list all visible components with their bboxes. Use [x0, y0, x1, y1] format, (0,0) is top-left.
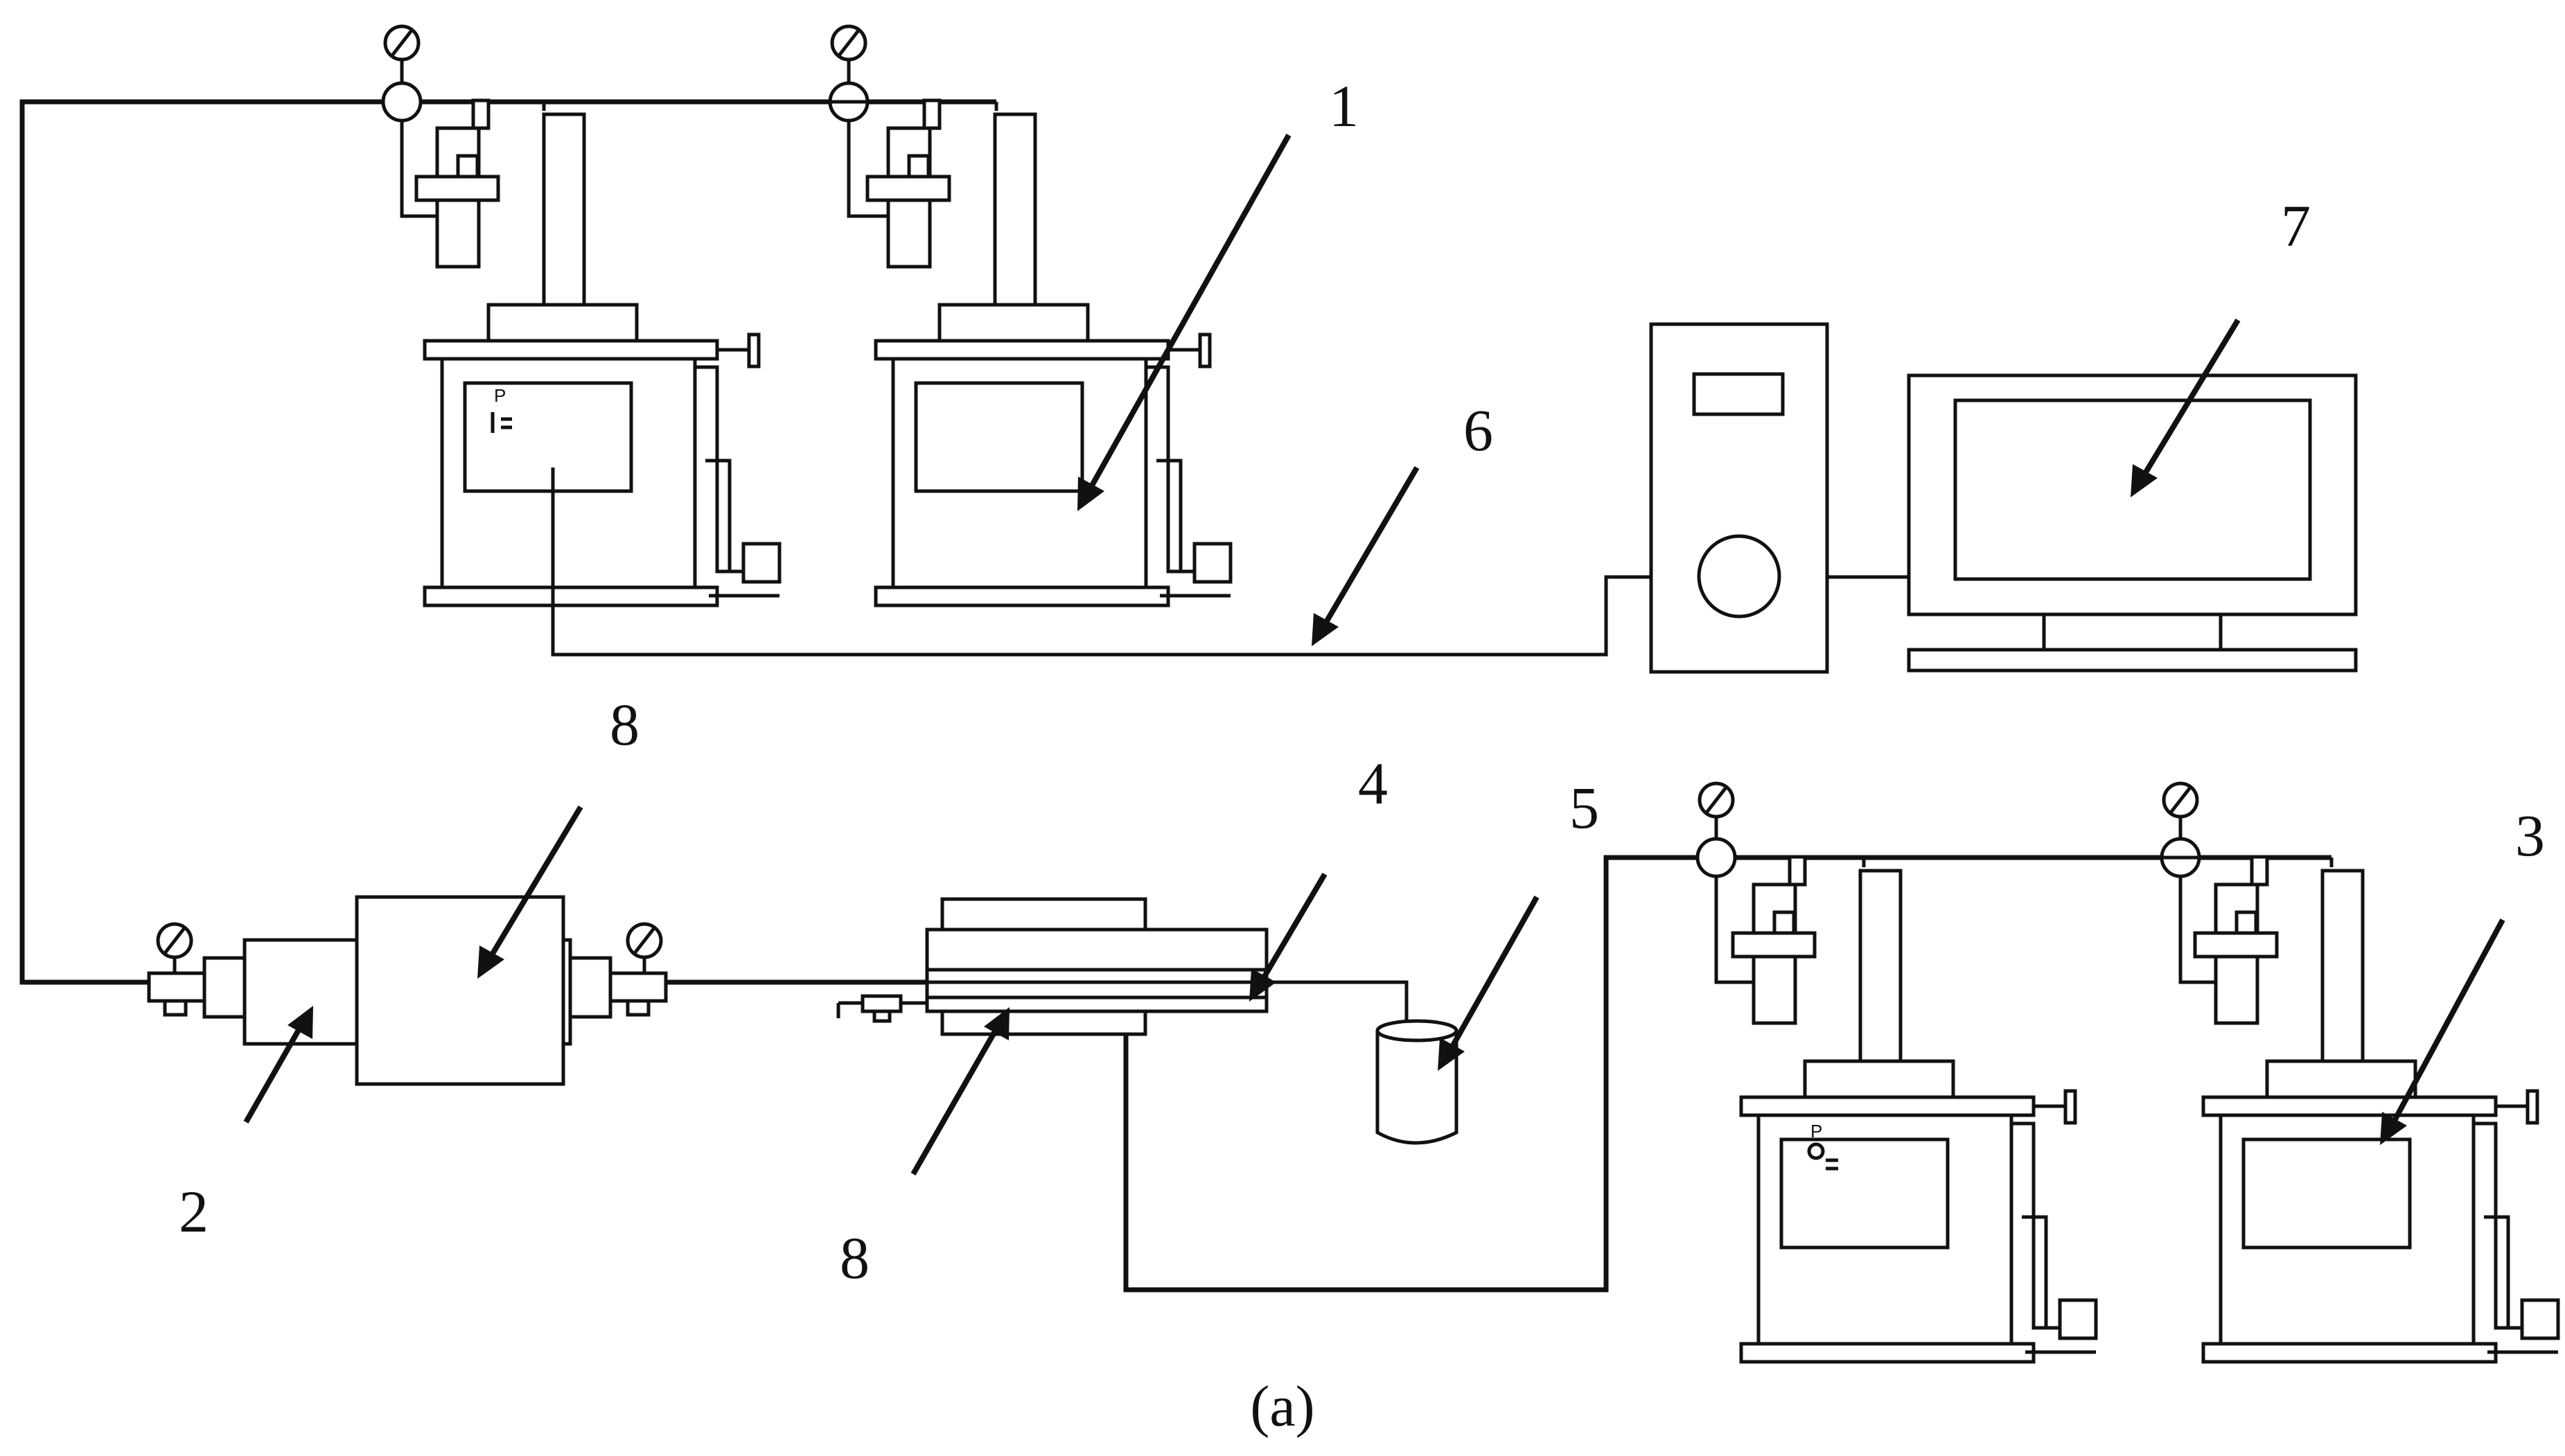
beaker: [1375, 1019, 1458, 1145]
pump-top-2: [867, 100, 1231, 605]
valve-gauge-top-2: [828, 26, 870, 123]
pump-bottom-2: [2195, 857, 2558, 1362]
label-6: 6: [1463, 397, 1493, 463]
label-1: 1: [1329, 73, 1359, 139]
outlet-to-beaker: [1267, 980, 1409, 1025]
valve-gauge-top-1: [381, 26, 423, 123]
computer-monitor: [1907, 373, 2358, 673]
svg-text:P: P: [1810, 1121, 1822, 1142]
return-pipe: [1123, 855, 1716, 1293]
arrow-4: [1249, 872, 1328, 1002]
label-5: 5: [1569, 774, 1599, 841]
label-3: 3: [2515, 802, 2545, 869]
controller-box: [1649, 322, 1829, 674]
inlet-pipe-left: [19, 99, 395, 985]
arrow-8-top: [477, 805, 583, 979]
pump-bottom-1: P: [1733, 857, 2096, 1362]
label-7: 7: [2281, 193, 2311, 259]
pump-panel-text: P: [1807, 1121, 1838, 1171]
arrow-5: [1438, 896, 1540, 1071]
data-cable: [551, 468, 1651, 657]
label-4: 4: [1358, 750, 1388, 817]
pump-top-1: P: [416, 100, 779, 605]
valve-gauge-bottom-1: [1695, 783, 1737, 878]
svg-text:P: P: [494, 385, 506, 406]
arrow-8-bottom: [910, 1007, 1010, 1175]
label-2: 2: [179, 1178, 209, 1245]
arrow-6: [1312, 465, 1420, 646]
arrow-2: [243, 1006, 313, 1124]
sand-pack-tube: [836, 897, 1269, 1036]
arrow-1: [1077, 134, 1292, 511]
pump-panel-text: P: [491, 385, 512, 433]
label-8-bottom: 8: [840, 1225, 870, 1291]
core-holder: [147, 895, 668, 1086]
label-8-top: 8: [610, 691, 640, 758]
arrow-7: [2131, 318, 2241, 497]
arrow-3: [2380, 918, 2505, 1145]
valve-gauge-bottom-2: [2160, 783, 2201, 878]
figure-caption: (a): [1250, 1374, 1314, 1439]
